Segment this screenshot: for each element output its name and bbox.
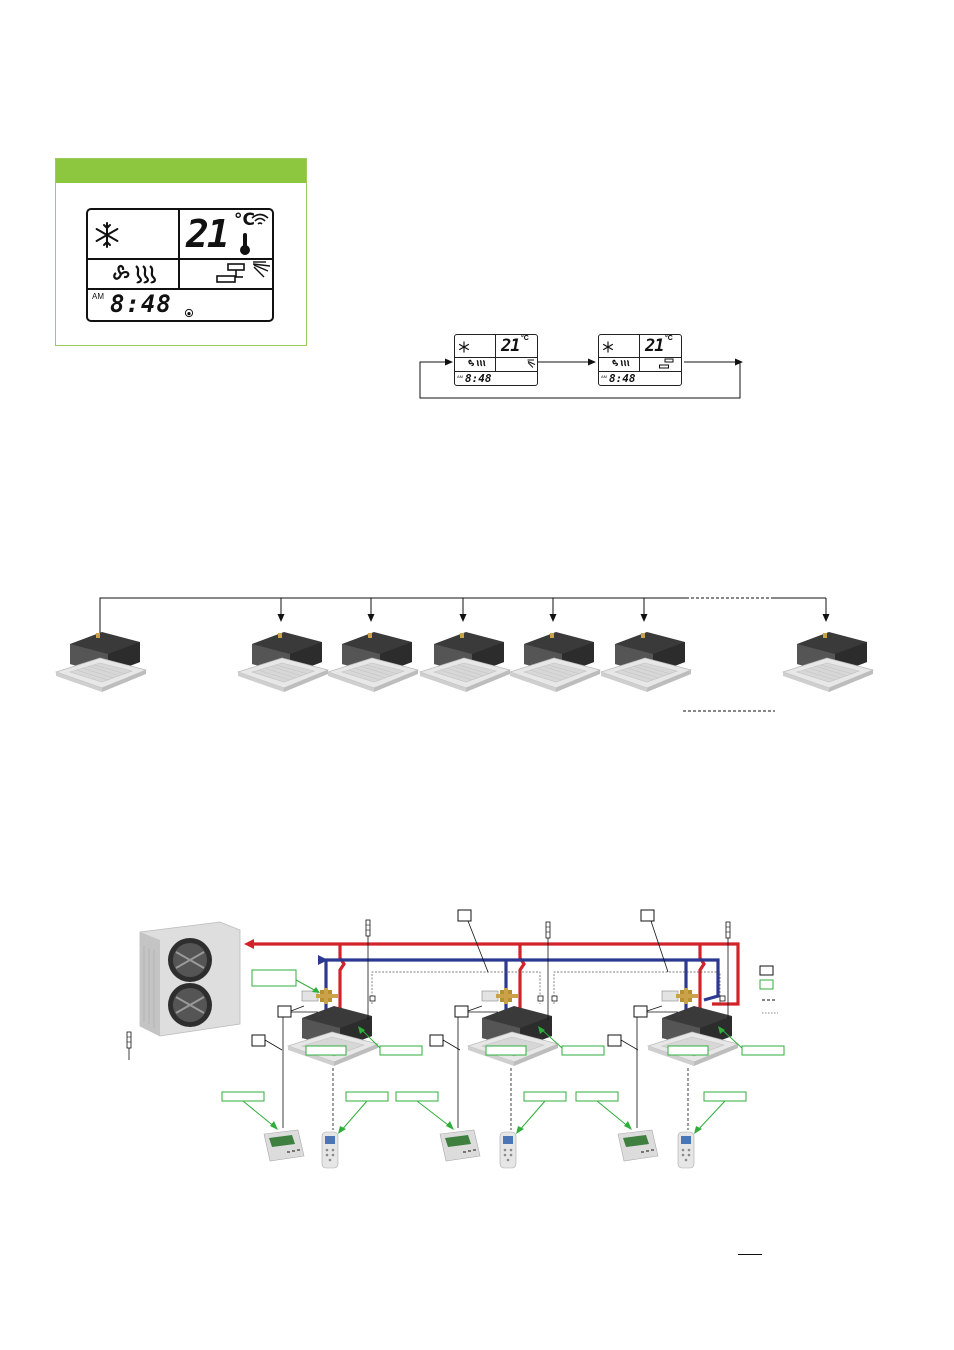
- wall-controller: [618, 1130, 658, 1161]
- cycle-state-2-temperature: 21: [645, 336, 663, 356]
- cycle-state-1: 21 °C AM 8:48: [454, 334, 538, 386]
- valve: [662, 988, 698, 1004]
- hydronic-diagram: [0, 900, 954, 1190]
- master-cassette: [56, 632, 146, 692]
- slave-cassette: [601, 632, 691, 692]
- remote-control: [322, 1132, 338, 1168]
- outdoor-chiller: [140, 922, 240, 1036]
- cycle-state-2: 21 °C AM 8:48: [598, 334, 682, 386]
- remote-control: [678, 1132, 694, 1168]
- cycle-state-1-unit: °C: [521, 335, 529, 342]
- cassette-unit: [288, 1006, 378, 1066]
- slave-cassette: [328, 632, 418, 692]
- cassette-unit: [468, 1006, 558, 1066]
- slave-cassette: [783, 632, 873, 692]
- cycle-state-1-temperature: 21: [501, 336, 519, 356]
- wall-controller: [264, 1130, 304, 1161]
- remote-control: [500, 1132, 516, 1168]
- valve: [302, 988, 338, 1004]
- slave-cassette: [420, 632, 510, 692]
- cycle-state-1-clock: 8:48: [465, 372, 492, 385]
- cycle-state-2-clock: 8:48: [609, 372, 636, 385]
- cycle-state-2-unit: °C: [665, 335, 673, 342]
- wall-controller: [440, 1130, 480, 1161]
- valve: [482, 988, 518, 1004]
- legend: [760, 966, 778, 1013]
- slave-cassette: [510, 632, 600, 692]
- page-number-rule: [738, 1254, 762, 1255]
- slave-cassette: [238, 632, 328, 692]
- cassette-unit: [648, 1006, 738, 1066]
- cassette-network: [0, 580, 954, 720]
